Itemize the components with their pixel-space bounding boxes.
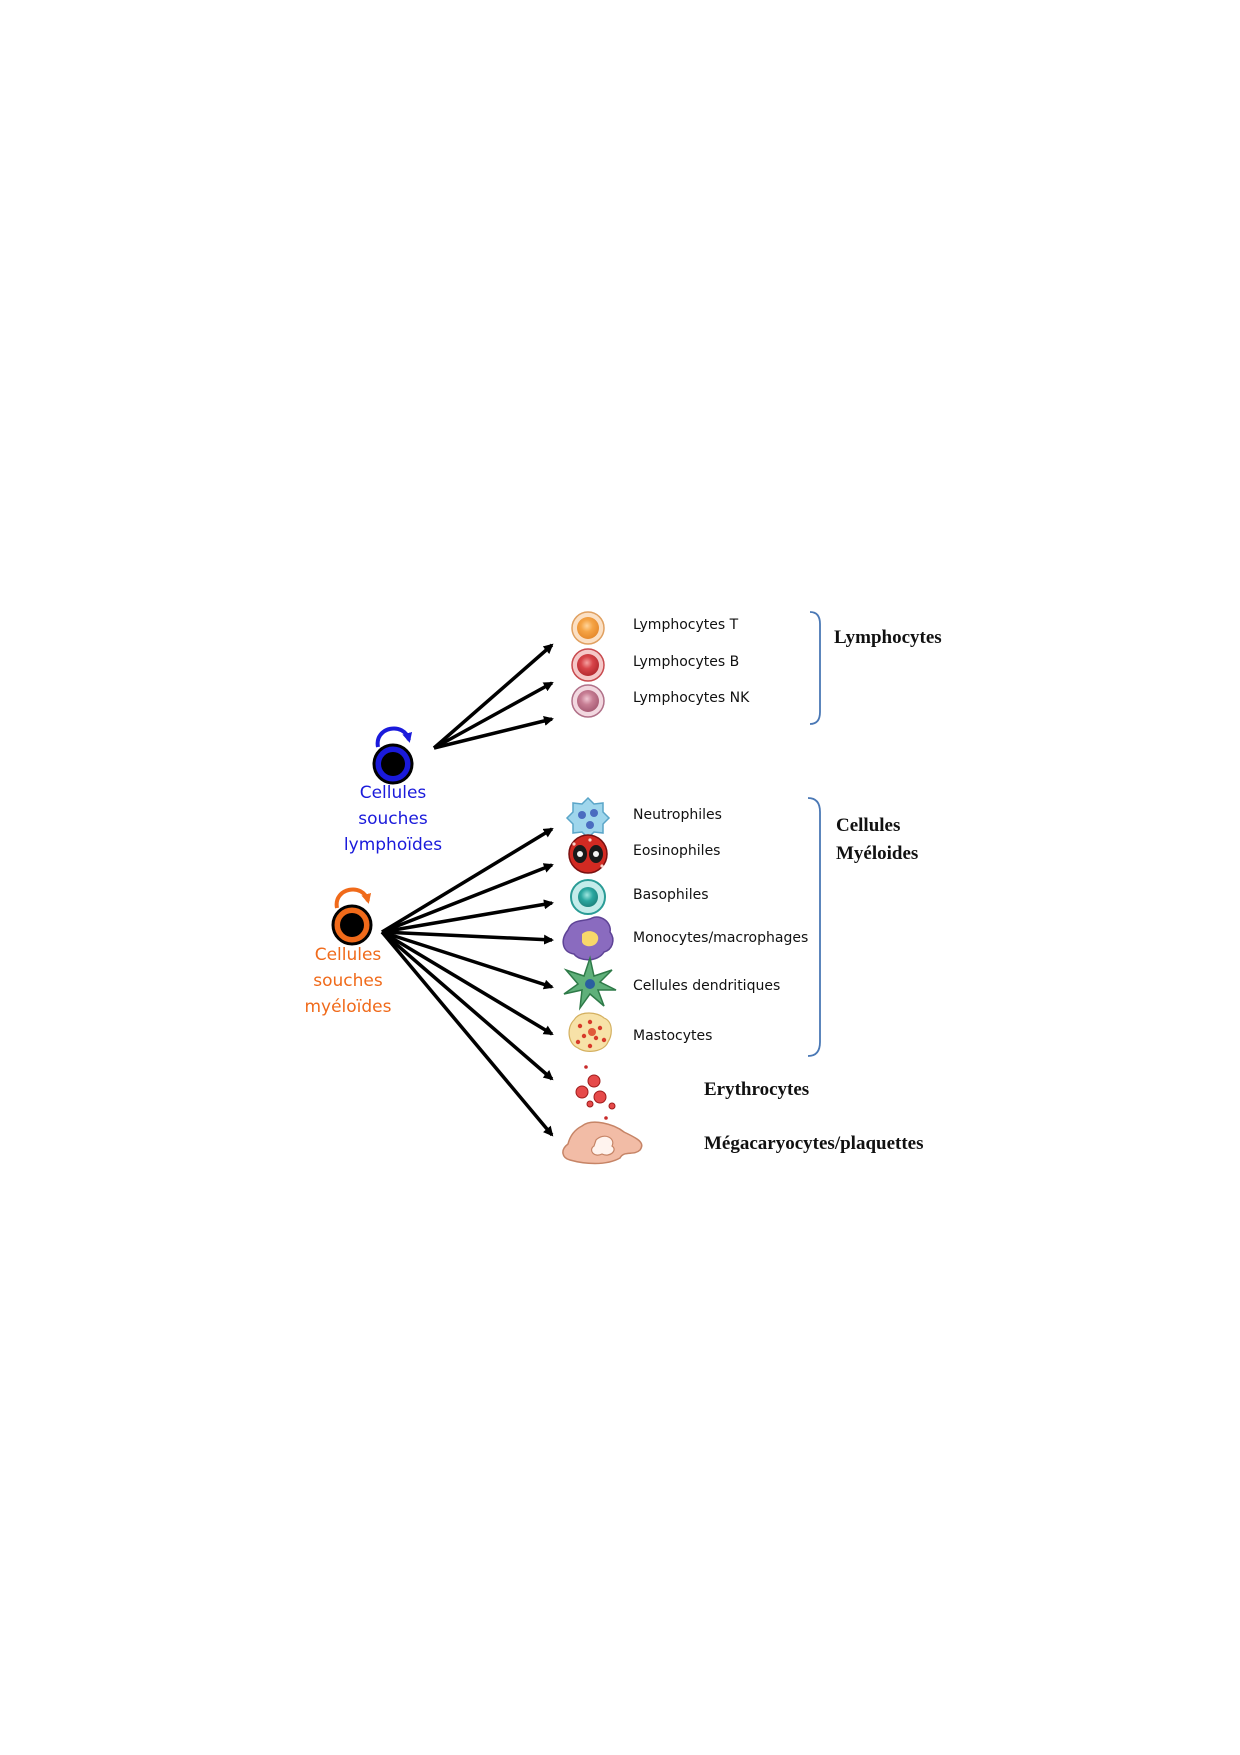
label-eosinophiles: Eosinophiles (633, 843, 721, 859)
label-lymphocytes-b: Lymphocytes B (633, 654, 740, 670)
lymphoid-stem-label-line-2: souches (358, 809, 428, 829)
eosinophil-icon (568, 834, 608, 874)
label-lymphocytes-t: Lymphocytes T (633, 617, 739, 633)
lymphoid-stem-label-line-3: lymphoïdes (343, 835, 443, 855)
megakaryocyte-icon (562, 1121, 643, 1165)
myeloid-stem-label-line-3: myéloïdes (304, 997, 392, 1017)
group-label-myeloid: Cellules Myéloides (836, 812, 918, 868)
label-lymphocytes-nk: Lymphocytes NK (633, 690, 750, 706)
myeloid-stem-label-line-1: Cellules (314, 945, 382, 965)
nk-lymphocyte-icon (571, 684, 605, 718)
label-cellules-dendritiques: Cellules dendritiques (633, 978, 781, 994)
lymphoid-stem-label: Cellules souches lymphoïdes (313, 780, 473, 858)
dendritic-cell-icon (563, 955, 617, 1011)
lymphoid-stem-cell-icon (372, 726, 414, 785)
label-erythrocytes: Erythrocytes (704, 1079, 810, 1100)
label-mastocytes: Mastocytes (633, 1028, 713, 1044)
myeloid-stem-cell-icon (331, 887, 373, 946)
erythrocyte-icon (575, 1065, 616, 1120)
myeloid-arrows (380, 827, 554, 1137)
lymphoid-arrows (432, 643, 554, 750)
group-label-myeloid-line-1: Cellules (836, 815, 901, 836)
label-megacaryocytes-plaquettes: Mégacaryocytes/plaquettes (704, 1133, 924, 1154)
group-label-lymphocytes: Lymphocytes (834, 624, 942, 652)
lymphocytes-bracket (809, 611, 821, 725)
group-label-myeloid-line-2: Myéloides (836, 843, 919, 864)
basophil-icon (570, 879, 606, 915)
t-lymphocyte-icon (571, 611, 605, 645)
label-basophiles: Basophiles (633, 887, 709, 903)
neutrophil-icon (565, 796, 611, 840)
myeloid-bracket (807, 797, 821, 1057)
label-neutrophiles: Neutrophiles (633, 807, 722, 823)
label-monocytes-macrophages: Monocytes/macrophages (633, 930, 809, 946)
macrophage-icon (562, 916, 614, 961)
lymphoid-stem-label-line-1: Cellules (359, 783, 427, 803)
b-lymphocyte-icon (571, 648, 605, 682)
myeloid-stem-label: Cellules souches myéloïdes (268, 942, 428, 1020)
myeloid-stem-label-line-2: souches (313, 971, 383, 991)
group-label-lymphocytes-line-1: Lymphocytes (834, 627, 942, 648)
mast-cell-icon (568, 1012, 612, 1052)
